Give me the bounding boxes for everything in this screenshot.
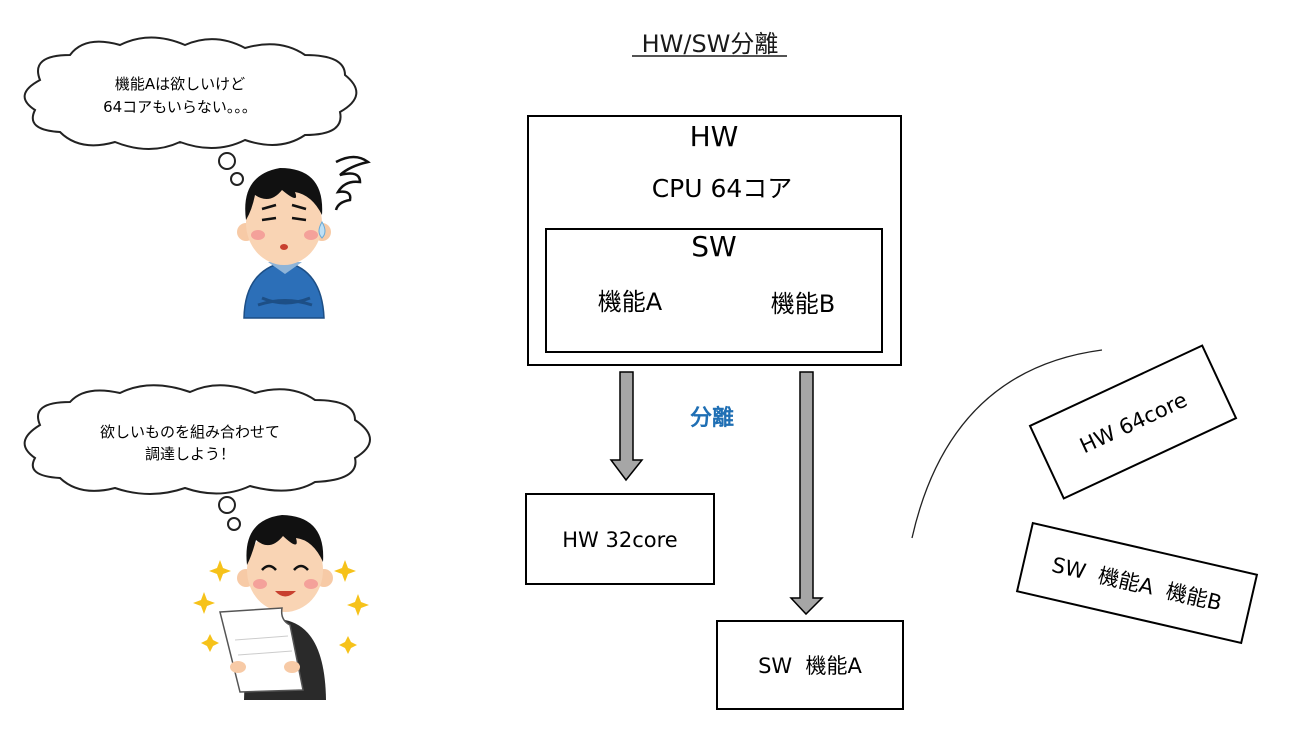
thought-dot-top-2 (230, 172, 244, 186)
tilted-hw-group: HW 64core (1028, 344, 1238, 500)
tilted-sw-group: SW 機能A 機能B (1015, 521, 1259, 645)
cloud-shape-top (23, 36, 358, 150)
cloud-shape-bottom (23, 384, 371, 495)
tilted-sw-box (1015, 521, 1259, 645)
tilted-hw-box (1028, 344, 1238, 500)
result-sw-label: SW 機能A (758, 654, 862, 678)
sw-func-a: 機能A (598, 288, 663, 316)
thought-bubble-bottom: 欲しいものを組み合わせて 調達しよう！ (23, 384, 371, 531)
hw-cpu-label: CPU 64コア (652, 174, 793, 203)
bubble-top-line2: 64コアもいらない。。。 (103, 98, 257, 116)
happy-person-illustration (193, 515, 369, 700)
arrow-to-sw (789, 371, 824, 616)
paper-icon (219, 607, 304, 693)
thought-dot-bottom-1 (218, 496, 236, 514)
sw-box-label: SW (691, 230, 736, 263)
bubble-top-line1: 機能Aは欲しいけど (115, 75, 245, 93)
thought-dot-bottom-2 (227, 517, 241, 531)
dizzy-swirl-icon (334, 155, 371, 211)
result-hw-box (525, 493, 715, 585)
diagram-title: HW/SW分離 (642, 30, 779, 58)
hw-box-label: HW (690, 120, 739, 153)
thought-bubble-top: 機能Aは欲しいけど 64コアもいらない。。。 (23, 36, 358, 186)
split-label: 分離 (690, 405, 734, 431)
sw-box (545, 228, 883, 353)
sparkle-icon (193, 560, 369, 654)
worried-person-illustration (237, 155, 371, 319)
thought-dot-top-1 (218, 152, 236, 170)
result-sw-box (716, 620, 904, 710)
arrow-to-hw (609, 371, 644, 482)
sw-func-b: 機能B (771, 290, 835, 318)
bubble-bottom-line2: 調達しよう！ (145, 445, 235, 463)
result-hw-label: HW 32core (562, 528, 677, 552)
bubble-bottom-line1: 欲しいものを組み合わせて (100, 423, 280, 441)
curve-line (911, 349, 1103, 539)
